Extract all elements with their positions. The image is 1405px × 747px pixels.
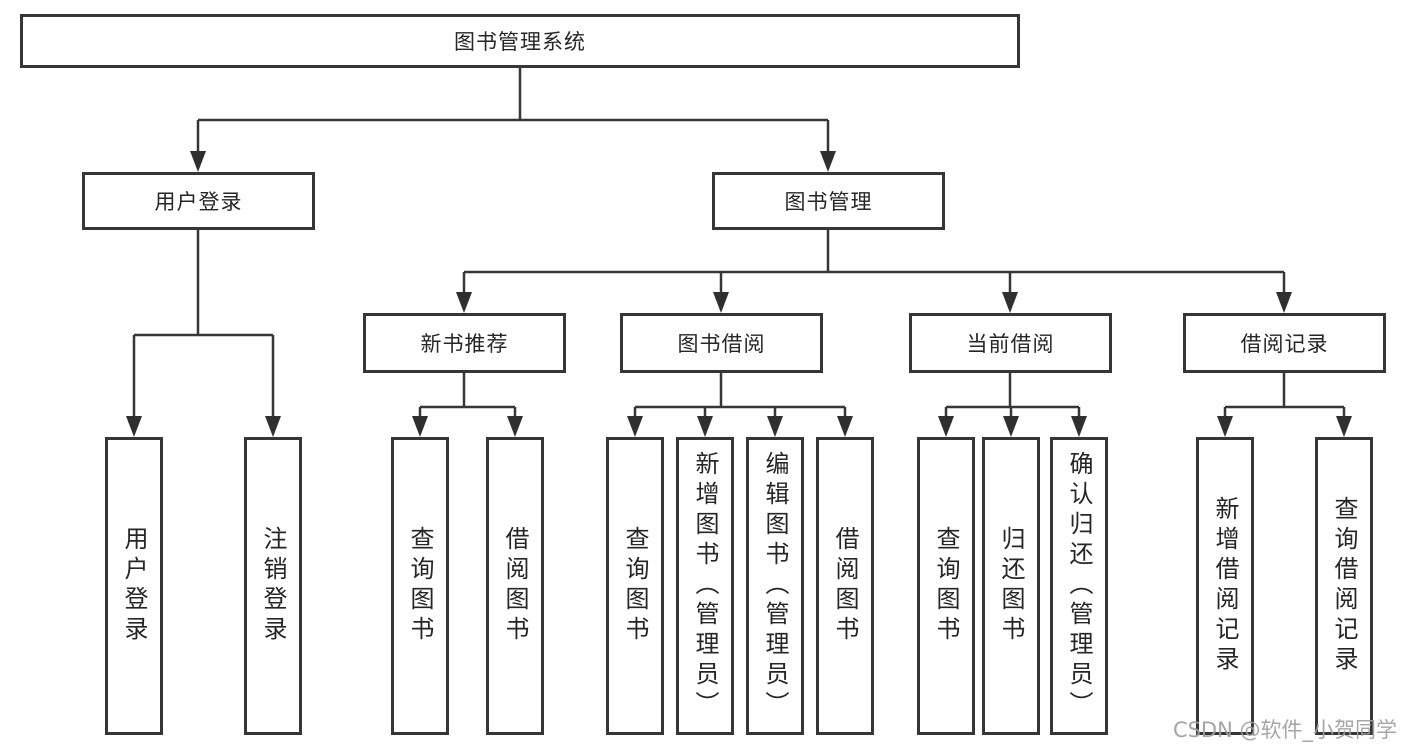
- leaf-return-books-label: 归还图书: [997, 526, 1025, 646]
- leaf-add-borrow-record-label: 新增借阅记录: [1211, 496, 1239, 676]
- leaf-add-borrow-record: 新增借阅记录: [1196, 437, 1254, 735]
- arrowheads: [126, 151, 1352, 437]
- leaf-query-books-borrow-label: 查询图书: [621, 526, 649, 646]
- node-user-login: 用户登录: [82, 172, 315, 230]
- leaf-query-borrow-record-label: 查询借阅记录: [1330, 496, 1358, 676]
- node-book-borrow: 图书借阅: [620, 313, 823, 373]
- node-user-login-label: 用户登录: [154, 190, 243, 214]
- leaf-logout: 注销登录: [244, 437, 302, 735]
- leaf-query-books-current: 查询图书: [917, 437, 975, 735]
- leaf-edit-books-admin: 编辑图书（管理员）: [746, 437, 804, 735]
- csdn-watermark: CSDN @软件_小贺同学: [1172, 718, 1397, 742]
- node-book-management: 图书管理: [712, 172, 945, 230]
- node-borrow-records-label: 借阅记录: [1240, 332, 1329, 356]
- leaf-borrow-books-recommend-label: 借阅图书: [501, 526, 529, 646]
- leaf-confirm-return-admin: 确认归还（管理员）: [1050, 437, 1108, 735]
- node-current-borrow: 当前借阅: [909, 313, 1112, 373]
- leaf-logout-label: 注销登录: [259, 526, 287, 646]
- leaf-return-books: 归还图书: [982, 437, 1040, 735]
- leaf-add-books-admin: 新增图书（管理员）: [676, 437, 734, 735]
- leaf-add-books-admin-label: 新增图书（管理员）: [691, 451, 719, 721]
- leaf-query-books-recommend-label: 查询图书: [406, 526, 434, 646]
- node-root-label: 图书管理系统: [454, 30, 586, 54]
- leaf-borrow-books: 借阅图书: [816, 437, 874, 735]
- leaf-query-books-current-label: 查询图书: [932, 526, 960, 646]
- leaf-borrow-books-recommend: 借阅图书: [486, 437, 544, 735]
- node-new-book-recommend: 新书推荐: [363, 313, 566, 373]
- leaf-query-books-recommend: 查询图书: [391, 437, 449, 735]
- leaf-user-login-label: 用户登录: [120, 526, 148, 646]
- leaf-borrow-books-label: 借阅图书: [831, 526, 859, 646]
- node-book-management-label: 图书管理: [784, 190, 873, 214]
- node-book-borrow-label: 图书借阅: [677, 332, 766, 356]
- leaf-query-books-borrow: 查询图书: [606, 437, 664, 735]
- leaf-user-login: 用户登录: [105, 437, 163, 735]
- node-current-borrow-label: 当前借阅: [966, 332, 1055, 356]
- node-new-book-recommend-label: 新书推荐: [420, 332, 509, 356]
- node-root: 图书管理系统: [20, 14, 1020, 68]
- leaf-query-borrow-record: 查询借阅记录: [1315, 437, 1373, 735]
- node-borrow-records: 借阅记录: [1183, 313, 1386, 373]
- leaf-edit-books-admin-label: 编辑图书（管理员）: [761, 451, 789, 721]
- leaf-confirm-return-admin-label: 确认归还（管理员）: [1065, 451, 1093, 721]
